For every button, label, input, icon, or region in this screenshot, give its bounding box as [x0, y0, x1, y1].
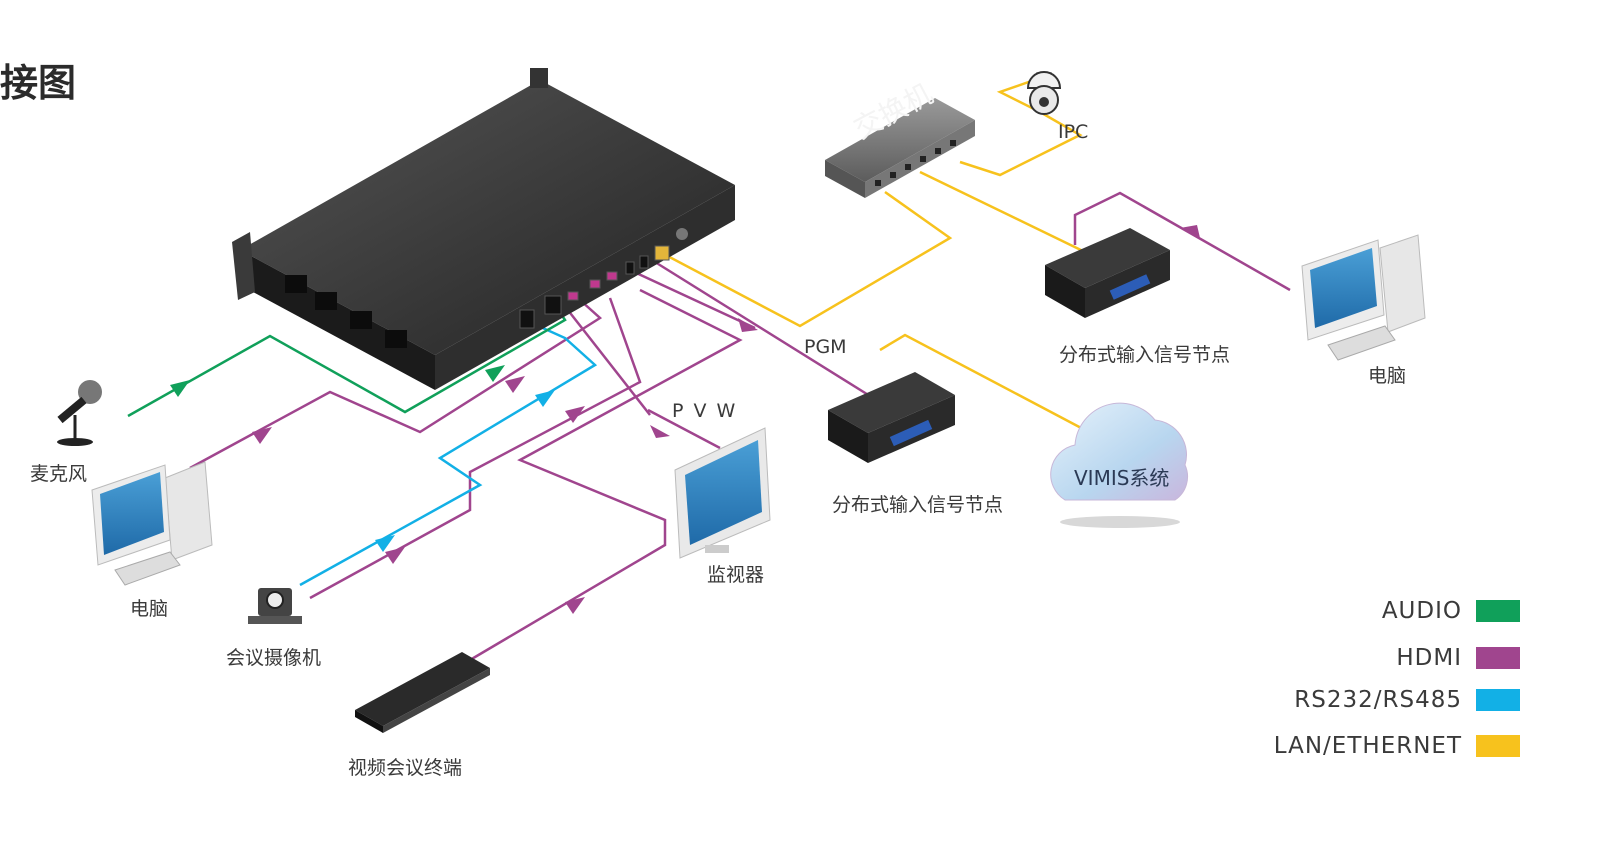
camera-label: 会议摄像机 [226, 647, 322, 669]
lan-lines [659, 76, 1086, 432]
vc-terminal-label: 视频会议终端 [348, 757, 463, 779]
legend-label: HDMI [1396, 645, 1462, 671]
legend-label: RS232/RS485 [1294, 687, 1462, 713]
node-box-upper [1045, 228, 1170, 318]
pgm-label: PGM [804, 336, 847, 358]
microphone-device [57, 380, 102, 446]
vimis-label: VIMIS系统 [1074, 466, 1170, 490]
node-lower-label: 分布式输入信号节点 [832, 494, 1004, 516]
legend-item-lan: LAN/ETHERNET [1274, 733, 1520, 759]
monitor-label: 监视器 [707, 564, 765, 586]
page-title: 接图 [0, 61, 77, 105]
rs-lines [299, 318, 598, 587]
node-box-lower [828, 372, 955, 463]
pvw-label: P V W [672, 400, 738, 422]
network-switch [825, 98, 975, 198]
pc-right-device [1301, 234, 1426, 361]
legend-label: LAN/ETHERNET [1273, 733, 1462, 759]
legend-swatch [1476, 689, 1520, 711]
flow-arrows [170, 225, 1200, 614]
conference-camera-device [248, 588, 302, 624]
vc-terminal-device [355, 652, 490, 733]
legend-item-hdmi: HDMI [1396, 645, 1520, 671]
legend-label: AUDIO [1381, 598, 1462, 624]
legend-swatch [1476, 735, 1520, 757]
legend-swatch [1476, 600, 1520, 622]
monitor-device [674, 427, 771, 559]
microphone-label: 麦克风 [30, 463, 88, 485]
ipc-label: IPC [1058, 121, 1089, 143]
legend-swatch [1476, 647, 1520, 669]
pc-left-device [91, 461, 213, 586]
node-upper-label: 分布式输入信号节点 [1059, 344, 1231, 366]
ipc-camera [1026, 71, 1062, 115]
main-device [232, 68, 735, 390]
pc-right-label: 电脑 [1368, 365, 1407, 387]
pc-left-label: 电脑 [130, 598, 169, 620]
legend-item-rs: RS232/RS485 [1294, 687, 1520, 713]
vimis-cloud [1050, 402, 1189, 528]
legend-item-audio: AUDIO [1382, 598, 1520, 624]
hdmi-lines [189, 191, 1291, 662]
